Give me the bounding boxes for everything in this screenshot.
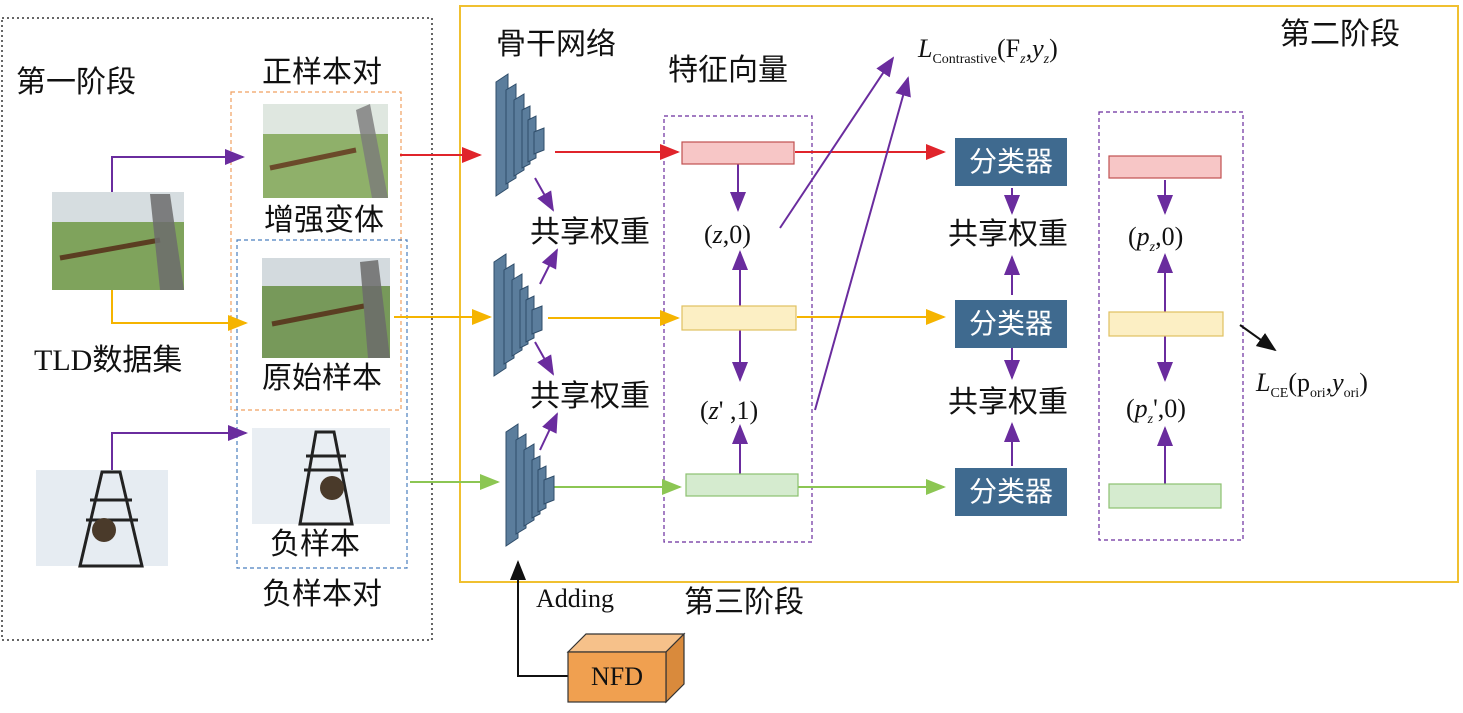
stage1-box — [1, 17, 433, 641]
negative-pair-label: 负样本对 — [262, 577, 382, 612]
positive-pair-box — [230, 91, 402, 411]
feature-bar-yellow — [681, 305, 797, 331]
classifier-middle: 分类器 — [955, 300, 1067, 348]
backbone-bottom — [505, 423, 555, 547]
output-bar-red — [1108, 155, 1222, 179]
arrow-dataset-augmented — [111, 149, 245, 192]
classifier-shared-weights-2: 共享权重 — [948, 385, 1068, 420]
nfd-box-shape — [566, 632, 686, 704]
feature-bar-green — [685, 473, 799, 497]
backbone-middle — [493, 253, 543, 377]
backbone-shared-weights-1: 共享权重 — [530, 215, 650, 250]
backbone-shared-weights-2: 共享权重 — [530, 379, 650, 414]
stage3-title: 第三阶段 — [684, 585, 804, 620]
negative-pair-box — [236, 239, 408, 569]
augmented-label: 增强变体 — [264, 203, 384, 238]
photo-negative — [252, 428, 390, 526]
negative-sample-label: 负样本 — [270, 527, 360, 562]
stage1-title: 第一阶段 — [16, 65, 136, 100]
adding-label: Adding — [536, 584, 614, 613]
backbone-top — [495, 73, 545, 197]
arrow-dataset-original — [111, 290, 248, 331]
feature-box — [663, 115, 813, 543]
backbone-label: 骨干网络 — [496, 27, 616, 62]
ce-loss-label: LCE(pori,yori) — [1256, 368, 1368, 401]
original-label: 原始样本 — [262, 361, 382, 396]
classifier-shared-weights-1: 共享权重 — [948, 217, 1068, 252]
arrow-z0-contrastive — [779, 56, 895, 229]
output-bar-yellow — [1108, 311, 1224, 337]
output-p0: (pz,0) — [1128, 222, 1184, 255]
positive-pair-label: 正样本对 — [262, 55, 382, 90]
output-bar-green — [1108, 483, 1222, 509]
photo-negative-source — [36, 470, 168, 568]
feature-bar-red — [681, 141, 795, 165]
arrow-neg-photo — [111, 425, 248, 470]
arrow-z1-contrastive — [814, 76, 911, 411]
classifier-top: 分类器 — [955, 138, 1067, 186]
stage2-title: 第二阶段 — [1280, 17, 1400, 52]
feature-z0: (z,0) — [704, 220, 751, 249]
photo-augmented — [263, 104, 388, 198]
classifier-bottom: 分类器 — [955, 468, 1067, 516]
arrow-ce-loss — [1239, 324, 1277, 352]
feature-z1: (z' ,1) — [700, 396, 759, 425]
feature-vector-label: 特征向量 — [668, 53, 788, 88]
photo-dataset — [52, 192, 184, 290]
contrastive-loss-label: LContrastive(Fz,yz) — [918, 34, 1058, 67]
output-p1: (pz',0) — [1126, 394, 1186, 427]
stage2-box — [459, 5, 1459, 583]
nfd-label: NFD — [590, 662, 643, 691]
arrow-nfd-adding — [510, 560, 568, 677]
dataset-label: TLD数据集 — [34, 344, 183, 377]
photo-original — [262, 258, 390, 358]
